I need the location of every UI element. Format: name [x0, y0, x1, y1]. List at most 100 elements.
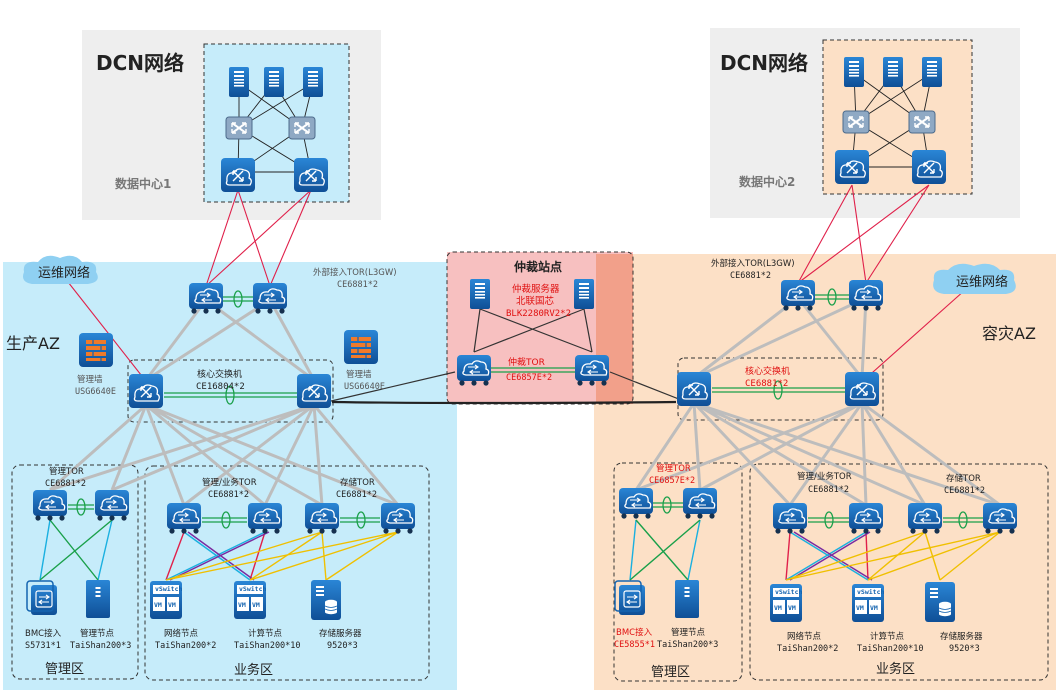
- dr-biz-tor-1: [772, 502, 808, 535]
- dcn1-router-1: [220, 157, 256, 193]
- dr-stor-tor-1: [907, 502, 943, 535]
- dcn2-router-2: [911, 149, 947, 185]
- prod-network-node-vm-1: VM: [154, 601, 162, 609]
- prod-biz-tor-2: [247, 502, 283, 535]
- prod-compute-node-label: 计算节点: [248, 628, 283, 639]
- prod-az-label: 生产AZ: [6, 334, 60, 353]
- arbiter-tor-label: 仲裁TOR: [508, 356, 545, 368]
- dcn2-spine-switch-1: [842, 110, 870, 134]
- arbiter-server-model: BLK2280RV2*2: [506, 309, 571, 319]
- dr-storage-server: [924, 581, 956, 623]
- prod-compute-node-vm-2: VM: [252, 601, 260, 609]
- prod-fw-left-name: 管理墙: [77, 374, 103, 385]
- arbiter-server-vendor: 北联国芯: [516, 295, 555, 307]
- prod-bmc-model: S5731*1: [25, 641, 61, 651]
- prod-ext-tor-1: [188, 282, 224, 315]
- dcn2-title: DCN网络: [720, 51, 808, 75]
- prod-biz-access-links: [165, 531, 399, 581]
- dcn2-server-3: [922, 57, 942, 87]
- arbiter-tor-model: CE6857E*2: [506, 373, 552, 383]
- prod-storage-server: [310, 579, 342, 621]
- prod-storage-model: 9520*3: [327, 641, 358, 651]
- prod-mgmt-zone-box: [11, 464, 139, 680]
- prod-ext-tor-model: CE6881*2: [337, 280, 378, 290]
- dcn2-router-1: [834, 149, 870, 185]
- dr-ext-tor-model: CE6881*2: [730, 271, 771, 281]
- prod-stor-tor-label: 存储TOR: [340, 477, 375, 488]
- dr-az-label: 容灾AZ: [982, 324, 1036, 343]
- dr-mgmt-zone-box: [613, 462, 743, 682]
- dr-network-node-vm-1: VM: [774, 604, 782, 612]
- prod-biz-tor-label: 管理/业务TOR: [202, 477, 257, 488]
- dcn-uplinks-red: [67, 184, 966, 381]
- dcn1-server-1: [229, 67, 249, 97]
- prod-fw-right-name: 管理墙: [346, 369, 372, 380]
- dr-network-node-vswitch: vSwitch: [775, 588, 802, 596]
- arbiter-site-edge: [596, 254, 633, 404]
- dr-storage-label: 存储服务器: [940, 631, 983, 642]
- prod-net-node-model: TaiShan200*2: [155, 641, 216, 651]
- dcn1-server-3: [303, 67, 323, 97]
- prod-mgmt-tor-label: 管理TOR: [49, 466, 84, 477]
- dcn2-label: 数据中心2: [739, 174, 795, 189]
- dr-mgmt-tor-label: 管理TOR: [656, 463, 691, 474]
- dr-bmc-model: CE5855*1: [614, 640, 655, 650]
- prod-core-label: 核心交换机: [197, 368, 242, 380]
- prod-compute-node-vswitch: vSwitch: [239, 585, 266, 593]
- dcn2-mesh-links: [851, 72, 933, 168]
- arbiter-tor-1: [456, 354, 492, 387]
- prod-storage-label: 存储服务器: [319, 628, 362, 639]
- inter-az-link: [331, 400, 677, 405]
- dr-ext-tor-1: [780, 279, 816, 312]
- dr-stor-tor-label: 存储TOR: [946, 473, 981, 484]
- dr-ops-cloud: [933, 263, 1016, 294]
- dcn1-spine-switch-1: [225, 116, 253, 140]
- prod-network-node-vswitch: vSwitch: [155, 585, 182, 593]
- dcn2-spine-switch-2: [908, 110, 936, 134]
- dr-network-node-vm-2: VM: [788, 604, 796, 612]
- dr-biz-tor-label: 管理/业务TOR: [797, 471, 852, 482]
- prod-bmc-label: BMC接入: [25, 628, 62, 639]
- dcn1-router-2: [293, 157, 329, 193]
- prod-core-model: CE16804*2: [196, 382, 245, 392]
- dr-mgmt-node-label: 管理节点: [671, 627, 706, 638]
- prod-stor-tor-1: [304, 502, 340, 535]
- prod-biz-tor-model: CE6881*2: [208, 490, 249, 500]
- dcn2-server-2: [883, 57, 903, 87]
- dr-mgmt-tor-1: [618, 487, 654, 520]
- prod-stor-tor-model: CE6881*2: [336, 490, 377, 500]
- dr-core-switch-2: [844, 371, 880, 407]
- prod-biz-tor-1: [166, 502, 202, 535]
- prod-gray-links: [49, 298, 400, 507]
- dr-ext-tor-label: 外部接入TOR(L3GW): [711, 258, 795, 269]
- dr-compute-node-model: TaiShan200*10: [857, 644, 924, 654]
- dr-mgmt-zone-label: 管理区: [651, 665, 690, 680]
- prod-fw-right-model: USG6640E: [344, 382, 385, 392]
- dr-bmc-label: BMC接入: [616, 627, 653, 638]
- prod-mgmt-zone-label: 管理区: [45, 662, 84, 677]
- prod-core-box: [127, 359, 334, 423]
- dr-az-background: [594, 254, 1056, 690]
- green-stack-links: [68, 288, 983, 529]
- prod-core-switch-1: [128, 373, 164, 409]
- prod-firewall-right: [343, 329, 379, 365]
- dr-core-model: CE6881*2: [745, 379, 788, 389]
- dr-mgmt-tor-model: CE6857E*2: [649, 476, 695, 486]
- dr-biz-zone-label: 业务区: [876, 661, 915, 677]
- prod-mgmt-node-label: 管理节点: [80, 628, 115, 639]
- prod-ops-cloud-label: 运维网络: [38, 265, 90, 281]
- arbiter-site-border: [446, 251, 634, 405]
- dr-mgmt-node-model: TaiShan200*3: [657, 640, 718, 650]
- arbiter-tor-2: [574, 354, 610, 387]
- prod-network-node-vm-2: VM: [168, 601, 176, 609]
- dr-mgmt-node: [675, 580, 699, 618]
- prod-ext-tor-2: [252, 282, 288, 315]
- prod-ext-tor-label: 外部接入TOR(L3GW): [313, 267, 397, 278]
- prod-mgmt-tor-model: CE6881*2: [45, 479, 86, 489]
- prod-firewall-left: [78, 332, 114, 368]
- dr-compute-node-vm-2: VM: [870, 604, 878, 612]
- prod-ops-cloud: [23, 255, 98, 284]
- dcn2-server-1: [844, 57, 864, 87]
- prod-biz-zone-label: 业务区: [234, 662, 273, 678]
